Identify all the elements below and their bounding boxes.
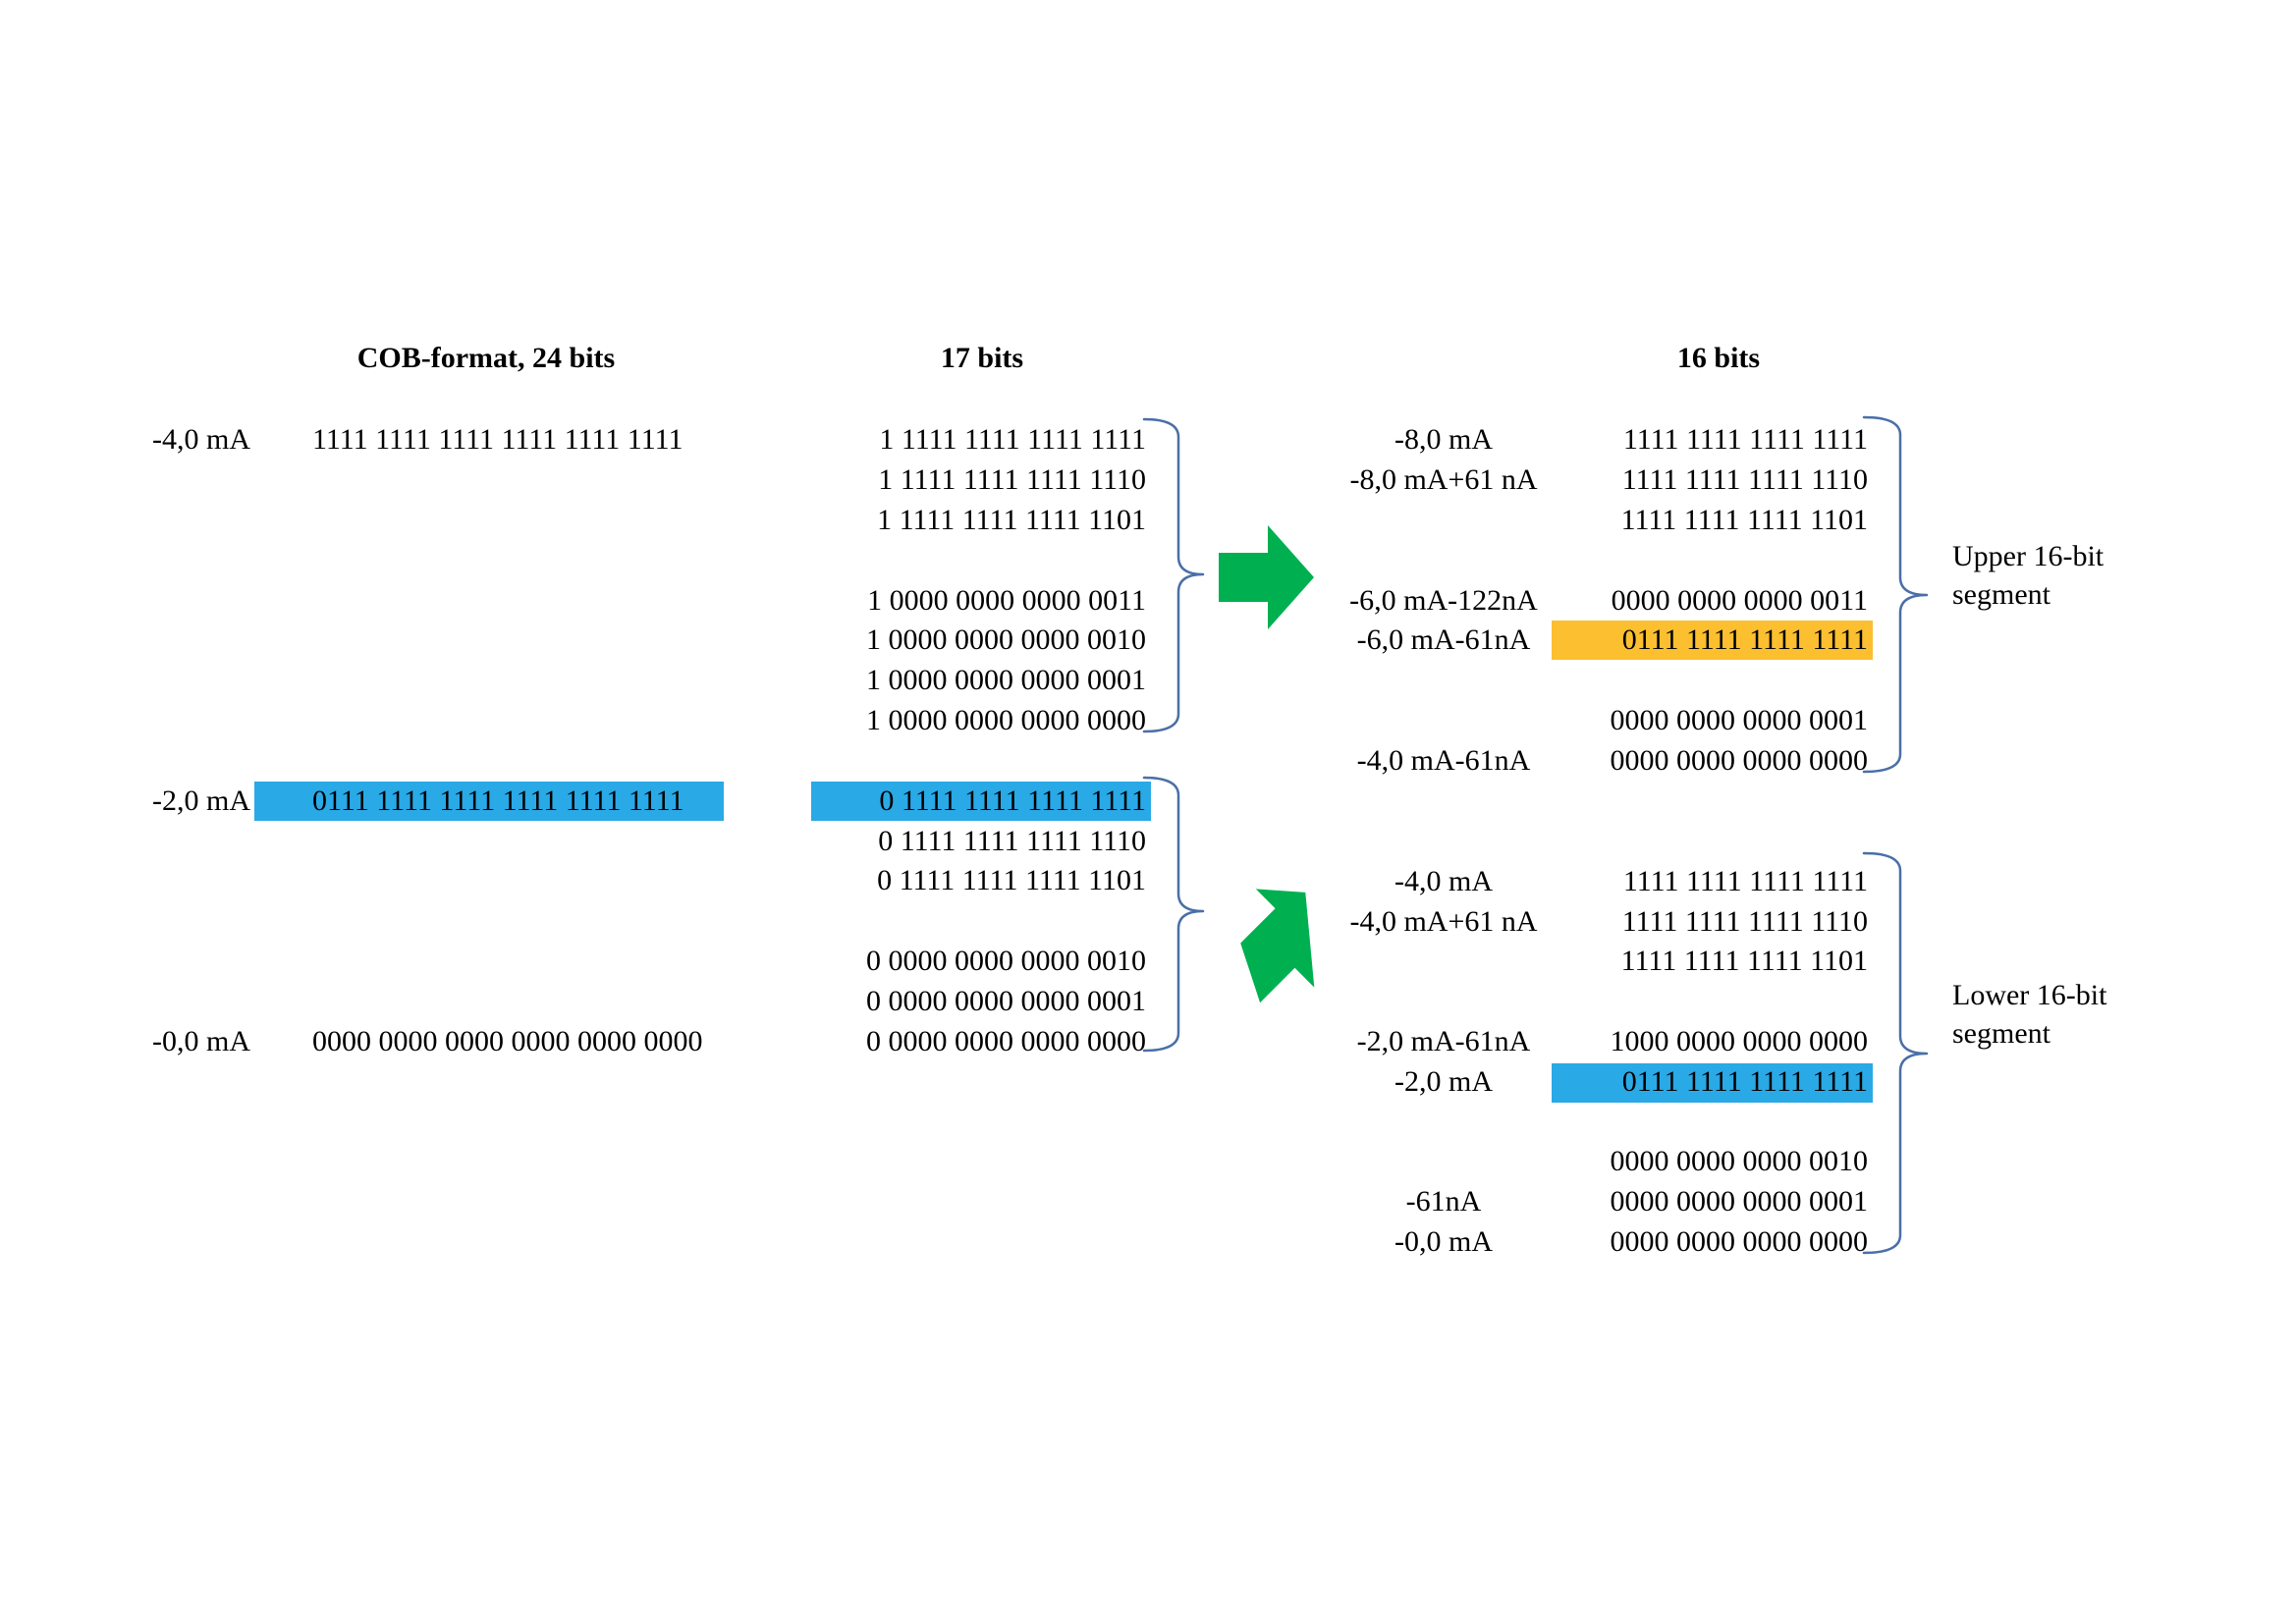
bits16-label: -4,0 mA <box>1394 865 1493 897</box>
bits17-value: 0 1111 1111 1111 1111 <box>879 785 1146 817</box>
bits16-value: 0000 0000 0000 0000 <box>1610 1225 1869 1258</box>
highlight-16bit-upper-row <box>1552 621 1873 660</box>
brace-16bit-upper <box>1862 415 1929 774</box>
highlight-16bit-lower-row <box>1552 1063 1873 1103</box>
bits17-value: 1 0000 0000 0000 0001 <box>866 664 1146 696</box>
bits17-value: 0 1111 1111 1111 1110 <box>878 825 1146 857</box>
arrow-right-icon <box>1219 525 1314 629</box>
bits16-value: 1111 1111 1111 1101 <box>1620 504 1868 536</box>
bits16-value: 0000 0000 0000 0001 <box>1610 704 1869 736</box>
bits17-value: 0 0000 0000 0000 0010 <box>866 945 1146 977</box>
bits16-label: -6,0 mA-122nA <box>1349 584 1538 617</box>
bits17-value: 0 0000 0000 0000 0000 <box>866 1025 1146 1057</box>
bits16-label: -2,0 mA <box>1394 1065 1493 1098</box>
bits16-label: -61nA <box>1405 1185 1482 1218</box>
bits16-label: -8,0 mA+61 nA <box>1349 463 1538 496</box>
bits17-value: 1 0000 0000 0000 0000 <box>866 704 1146 736</box>
bits16-value: 0111 1111 1111 1111 <box>1621 1065 1868 1098</box>
highlight-17bit-row <box>811 782 1151 821</box>
arrow-down-right-icon <box>1240 889 1315 1003</box>
bits16-label: -8,0 mA <box>1394 423 1493 456</box>
highlight-cob-row <box>254 782 724 821</box>
bits17-value: 0 1111 1111 1111 1101 <box>877 864 1146 896</box>
bits16-value: 0000 0000 0000 0000 <box>1610 744 1869 777</box>
bits17-value: 1 1111 1111 1111 1110 <box>878 463 1146 496</box>
bits16-label: -4,0 mA-61nA <box>1356 744 1531 777</box>
bits16-value: 0000 0000 0000 0010 <box>1610 1145 1869 1177</box>
bits16-label: -0,0 mA <box>1394 1225 1493 1258</box>
header-16bit: 16 bits <box>1676 342 1761 374</box>
bits16-value: 0000 0000 0000 0001 <box>1610 1185 1869 1218</box>
upper-segment-label: segment <box>1952 578 2050 611</box>
bits16-value: 1111 1111 1111 1101 <box>1620 945 1868 977</box>
upper-segment-label: Upper 16-bit <box>1952 540 2105 572</box>
bits16-value: 1111 1111 1111 1110 <box>1621 905 1868 938</box>
lower-segment-label: segment <box>1952 1017 2050 1050</box>
bits17-value: 1 1111 1111 1111 1111 <box>879 423 1146 456</box>
cob-value: 1111 1111 1111 1111 1111 1111 <box>312 423 683 456</box>
bits16-label: -4,0 mA+61 nA <box>1349 905 1538 938</box>
bits16-value: 1111 1111 1111 1111 <box>1622 865 1868 897</box>
bits16-value: 0000 0000 0000 0011 <box>1611 584 1868 617</box>
bits17-value: 1 0000 0000 0000 0010 <box>866 623 1146 656</box>
bits16-value: 0111 1111 1111 1111 <box>1621 623 1868 656</box>
lower-segment-label: Lower 16-bit <box>1952 979 2107 1011</box>
header-cob-24bit: COB-format, 24 bits <box>356 342 616 374</box>
bits16-label: -6,0 mA-61nA <box>1356 623 1531 656</box>
bits16-value: 1111 1111 1111 1111 <box>1622 423 1868 456</box>
bits17-value: 1 0000 0000 0000 0011 <box>867 584 1146 617</box>
bits17-value: 0 0000 0000 0000 0001 <box>866 985 1146 1017</box>
bits16-value: 1000 0000 0000 0000 <box>1610 1025 1869 1057</box>
bits16-label: -2,0 mA-61nA <box>1356 1025 1531 1057</box>
header-17bit: 17 bits <box>940 342 1024 374</box>
brace-17bit-upper <box>1142 417 1205 733</box>
cob-label: -2,0 mA <box>152 785 250 817</box>
brace-17bit-lower <box>1142 776 1205 1053</box>
brace-16bit-lower <box>1862 851 1929 1255</box>
bits17-value: 1 1111 1111 1111 1101 <box>877 504 1146 536</box>
cob-value: 0000 0000 0000 0000 0000 0000 <box>312 1025 703 1057</box>
bits16-value: 1111 1111 1111 1110 <box>1621 463 1868 496</box>
cob-label: -0,0 mA <box>152 1025 250 1057</box>
cob-label: -4,0 mA <box>152 423 250 456</box>
cob-value: 0111 1111 1111 1111 1111 1111 <box>312 785 684 817</box>
